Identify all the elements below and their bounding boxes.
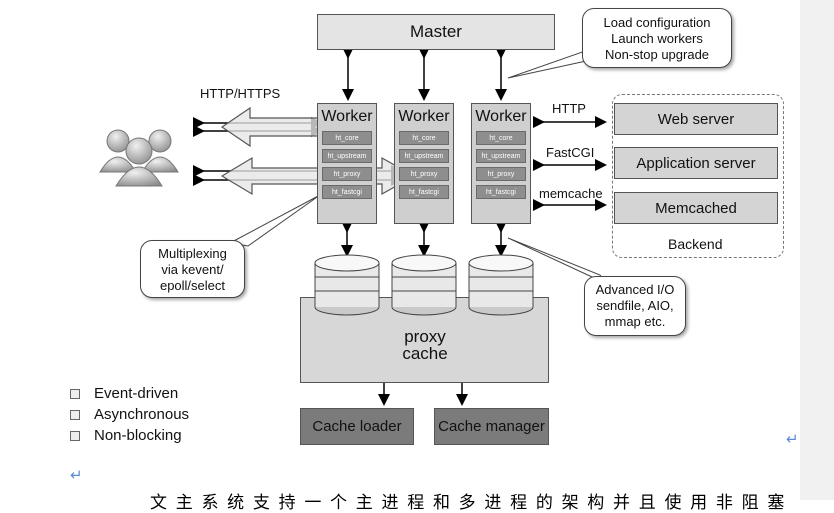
disk-icon [391, 254, 457, 316]
cache-loader-label: Cache loader [312, 418, 402, 435]
module-label: ht_proxy [322, 167, 372, 181]
callout-line: Launch workers [611, 31, 703, 46]
memcache-link-label: memcache [539, 186, 603, 201]
list-item: Event-driven [70, 383, 189, 404]
module-label: ht_fastcgi [476, 185, 526, 199]
master-callout: Load configuration Launch workers Non-st… [582, 8, 732, 68]
module-label: ht_core [322, 131, 372, 145]
bullet-icon [70, 388, 80, 399]
callout-line: mmap etc. [604, 314, 666, 329]
http-link-label: HTTP [552, 101, 586, 116]
callout-line: epoll/select [159, 278, 226, 293]
module-label: ht_core [476, 131, 526, 145]
callout-line: via kevent/ [161, 262, 224, 277]
module-label: ht_upstream [322, 149, 372, 163]
disk-icon [468, 254, 534, 316]
multiplexing-callout: Multiplexing via kevent/ epoll/select [140, 240, 245, 298]
module-label: ht_fastcgi [399, 185, 449, 199]
callout-line: Load configuration [603, 15, 711, 30]
bottom-text-line: 文 主 系 统 支 持 一 个 主 进 程 和 多 进 程 的 架 构 并 且 … [150, 493, 787, 512]
worker-title: Worker [398, 108, 450, 125]
bullet-icon [70, 430, 80, 441]
cache-label-line: proxy [404, 327, 446, 346]
list-item: Asynchronous [70, 404, 189, 425]
callout-line: Advanced I/O [595, 282, 675, 297]
page-gutter [800, 0, 834, 500]
application-server-box: Application server [614, 147, 778, 179]
bullet-icon [70, 409, 80, 420]
list-item: Non-blocking [70, 425, 189, 446]
users-icon [99, 129, 179, 187]
disk-icon [314, 254, 380, 316]
callout-line: Multiplexing [158, 246, 227, 261]
worker-box: Worker ht_core ht_upstream ht_proxy ht_f… [471, 103, 531, 224]
protocol-label: HTTP/HTTPS [200, 86, 281, 101]
module-label: ht_core [399, 131, 449, 145]
cache-manager-box: Cache manager [434, 408, 549, 445]
web-server-box: Web server [614, 103, 778, 135]
backend-label: Backend [668, 236, 723, 252]
fastcgi-link-label: FastCGI [546, 145, 595, 160]
cache-loader-box: Cache loader [300, 408, 414, 445]
memcached-box: Memcached [614, 192, 778, 224]
web-server-label: Web server [657, 110, 735, 128]
feature-label: Non-blocking [94, 427, 182, 444]
cache-label-line: cache [402, 344, 448, 363]
master-label: Master [410, 22, 462, 41]
disk-stack-group [314, 254, 534, 316]
feature-label: Asynchronous [94, 406, 190, 423]
worker-box: Worker ht_core ht_upstream ht_proxy ht_f… [394, 103, 454, 224]
worker-title: Worker [475, 108, 527, 125]
module-label: ht_upstream [476, 149, 526, 163]
memcached-label: Memcached [655, 199, 737, 217]
module-label: ht_proxy [476, 167, 526, 181]
cache-manager-label: Cache manager [438, 418, 545, 435]
module-label: ht_proxy [399, 167, 449, 181]
return-mark-icon: ↵ [70, 467, 83, 484]
backend-group [612, 94, 784, 258]
module-label: ht_upstream [399, 149, 449, 163]
worker-title: Worker [321, 108, 373, 125]
callout-line: sendfile, AIO, [596, 298, 674, 313]
advanced-io-callout: Advanced I/O sendfile, AIO, mmap etc. [584, 276, 686, 336]
feature-label: Event-driven [94, 385, 179, 402]
master-process-box: Master [317, 14, 555, 50]
application-server-label: Application server [636, 154, 756, 172]
proxy-cache-label: proxy cache [390, 328, 460, 362]
return-mark-icon: ↵ [786, 431, 799, 448]
callout-line: Non-stop upgrade [604, 47, 710, 62]
worker-box: Worker ht_core ht_upstream ht_proxy ht_f… [317, 103, 377, 224]
feature-list: Event-driven Asynchronous Non-blocking [70, 383, 189, 446]
module-label: ht_fastcgi [322, 185, 372, 199]
